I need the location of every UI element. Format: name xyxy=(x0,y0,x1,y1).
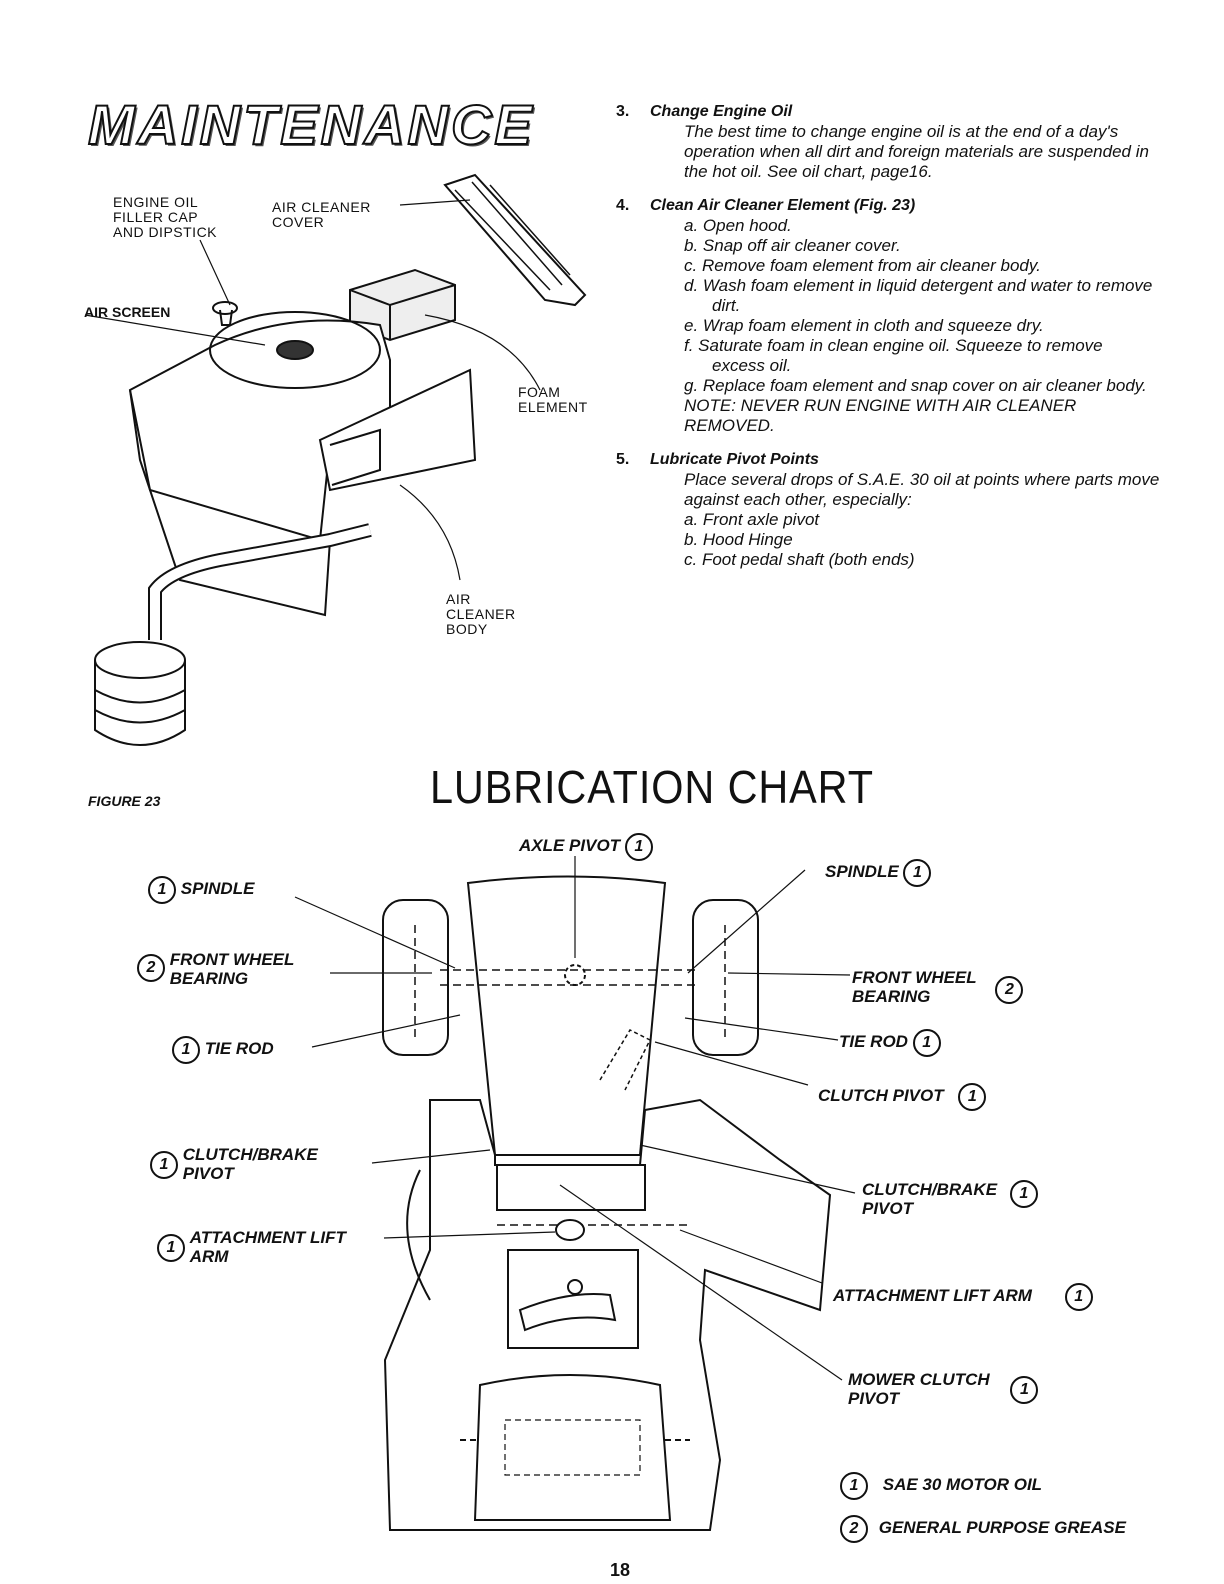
list-item: b. Hood Hinge xyxy=(684,530,793,549)
step-text: Place several drops of S.A.E. 30 oil at … xyxy=(684,470,1160,509)
list-item: d. Wash foam element in liquid detergent… xyxy=(684,276,1153,315)
maintenance-steps: 3.Change Engine Oil The best time to cha… xyxy=(616,102,1160,584)
lube-code-badge: 1 xyxy=(1064,1283,1093,1311)
page-title: MAINTENANCE xyxy=(87,92,535,157)
engine-illustration xyxy=(84,173,587,746)
step-text: The best time to change engine oil is at… xyxy=(684,122,1149,181)
step-heading: Lubricate Pivot Points xyxy=(650,451,819,468)
callout-clutch-pivot: CLUTCH PIVOT 1 xyxy=(818,1083,987,1111)
callout-clutch-brake-left: 1 CLUTCH/BRAKE PIVOT xyxy=(150,1145,318,1183)
note-text: NOTE: NEVER RUN ENGINE WITH AIR CLEANER … xyxy=(684,396,1077,435)
list-item: a. Open hood. xyxy=(684,216,792,235)
lube-code-badge: 2 xyxy=(840,1515,868,1543)
list-item: b. Snap off air cleaner cover. xyxy=(684,236,901,255)
legend-oil: 1 SAE 30 MOTOR OIL xyxy=(840,1472,1042,1500)
lube-code-badge: 2 xyxy=(137,954,165,982)
callout-front-wheel-right: FRONT WHEEL BEARING 2 xyxy=(852,968,1024,1006)
foam-element-label: FOAM ELEMENT xyxy=(518,384,588,415)
callout-axle-pivot: AXLE PIVOT 1 xyxy=(519,833,653,861)
callout-tie-rod-right: TIE ROD 1 xyxy=(839,1029,941,1057)
list-item: e. Wrap foam element in cloth and squeez… xyxy=(684,316,1044,335)
step-4: 4.Clean Air Cleaner Element (Fig. 23) a.… xyxy=(616,196,1160,436)
callout-front-wheel-left: 2 FRONT WHEEL BEARING xyxy=(137,950,294,988)
step-heading: Change Engine Oil xyxy=(650,103,793,120)
page-number: 18 xyxy=(610,1560,631,1580)
figure-caption: FIGURE 23 xyxy=(88,793,161,809)
lubrication-chart-title: LUBRICATION CHART xyxy=(430,761,874,813)
list-item: g. Replace foam element and snap cover o… xyxy=(684,376,1147,395)
list-item: a. Front axle pivot xyxy=(684,510,820,529)
callout-lift-arm-left: 1 ATTACHMENT LIFT ARM xyxy=(157,1228,346,1266)
engine-oil-filler-label: ENGINE OIL FILLER CAP AND DIPSTICK xyxy=(113,194,218,240)
callout-spindle-left: 1 SPINDLE xyxy=(148,876,254,904)
list-item: c. Remove foam element from air cleaner … xyxy=(684,256,1041,275)
step-5: 5.Lubricate Pivot Points Place several d… xyxy=(616,451,1160,569)
lube-code-badge: 1 xyxy=(148,876,176,904)
air-screen-label: AIR SCREEN xyxy=(84,304,171,320)
legend-grease: 2 GENERAL PURPOSE GREASE xyxy=(840,1515,1126,1543)
lube-code-badge: 1 xyxy=(903,859,932,887)
lube-code-badge: 1 xyxy=(1009,1180,1038,1208)
callout-clutch-brake-right: CLUTCH/BRAKE PIVOT 1 xyxy=(862,1180,1038,1218)
list-item: f. Saturate foam in clean engine oil. Sq… xyxy=(684,336,1103,375)
callout-spindle-right: SPINDLE 1 xyxy=(825,859,932,887)
lube-code-badge: 1 xyxy=(912,1029,941,1057)
lube-code-badge: 1 xyxy=(840,1472,868,1500)
callout-lift-arm-right: ATTACHMENT LIFT ARM 1 xyxy=(833,1283,1093,1311)
air-cleaner-body-label: AIR CLEANER BODY xyxy=(446,591,516,637)
callout-mower-clutch: MOWER CLUTCH PIVOT 1 xyxy=(848,1370,1039,1408)
step-3: 3.Change Engine Oil The best time to cha… xyxy=(616,102,1160,182)
lube-code-badge: 2 xyxy=(995,976,1024,1004)
callout-tie-rod-left: 1 TIE ROD xyxy=(172,1036,274,1064)
list-item: c. Foot pedal shaft (both ends) xyxy=(684,550,915,569)
air-cleaner-cover-label: AIR CLEANER COVER xyxy=(272,199,371,230)
step-heading: Clean Air Cleaner Element (Fig. 23) xyxy=(650,197,916,214)
lube-code-badge: 1 xyxy=(172,1036,200,1064)
lube-code-badge: 1 xyxy=(157,1234,185,1262)
lube-code-badge: 1 xyxy=(624,833,653,861)
lube-code-badge: 1 xyxy=(1010,1376,1039,1404)
lube-code-badge: 1 xyxy=(958,1083,987,1111)
lube-code-badge: 1 xyxy=(150,1151,178,1179)
